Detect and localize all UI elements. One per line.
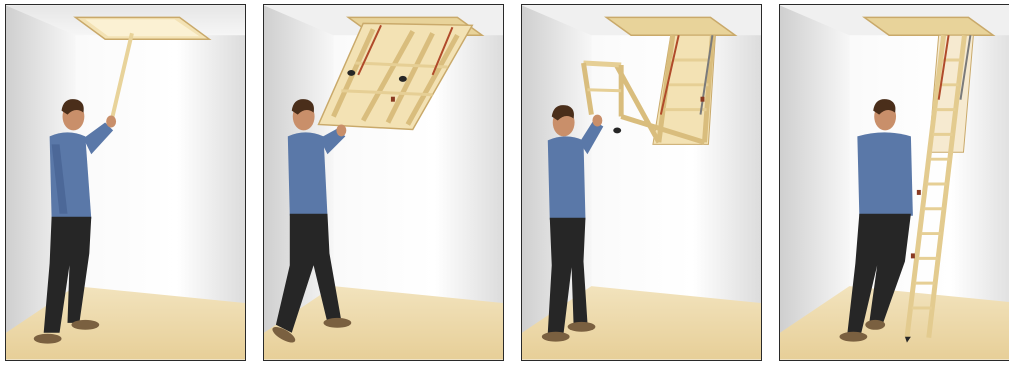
panel-step-4 bbox=[779, 4, 1009, 361]
person bbox=[33, 99, 117, 344]
back-wall bbox=[75, 35, 245, 308]
person bbox=[541, 105, 604, 342]
attic-hatch-frame bbox=[861, 16, 996, 36]
floor bbox=[780, 286, 1009, 360]
folded-ladder-hatch bbox=[317, 22, 474, 131]
floor bbox=[6, 286, 245, 360]
person bbox=[272, 99, 352, 343]
person bbox=[839, 99, 913, 342]
panel-step-2 bbox=[263, 4, 504, 361]
panel-step-3 bbox=[521, 4, 762, 361]
extended-ladder bbox=[904, 34, 974, 343]
panel-step-1 bbox=[5, 4, 246, 361]
left-wall bbox=[780, 5, 850, 333]
unfolding-ladder bbox=[581, 34, 716, 145]
hatch-pole bbox=[109, 32, 134, 123]
attic-hatch-frame bbox=[603, 16, 738, 36]
